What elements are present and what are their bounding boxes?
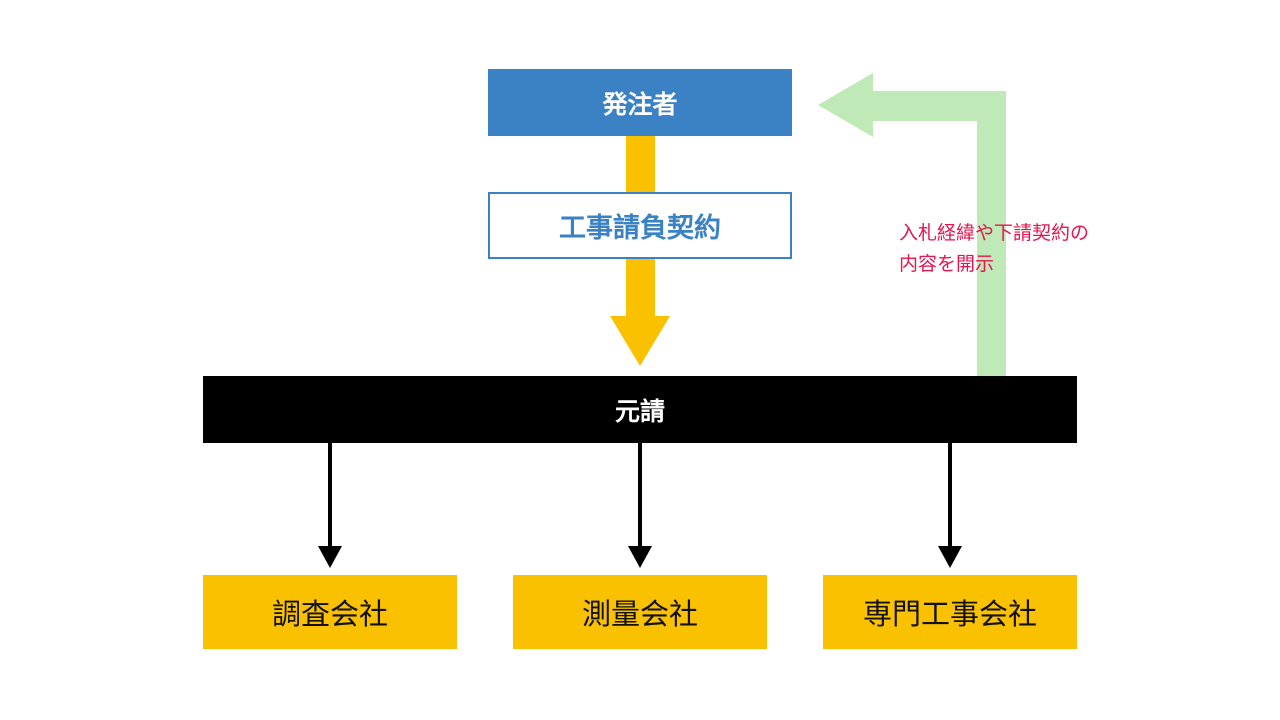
sub-arrow-head-1 (628, 546, 652, 568)
sub-arrow-head-2 (938, 546, 962, 568)
disclosure-note: 入札経緯や下請契約の 内容を開示 (899, 218, 1119, 280)
sub-arrow-head-0 (318, 546, 342, 568)
prime-contractor-node: 元請 (203, 376, 1077, 443)
subcontractor-label: 測量会社 (581, 597, 698, 631)
contract-arrow-head (610, 316, 670, 366)
contract-node: 工事請負契約 (488, 192, 792, 259)
prime-contractor-label: 元請 (614, 396, 665, 426)
subcontractor-label: 調査会社 (271, 597, 388, 631)
client-node: 発注者 (488, 69, 792, 136)
disclosure-note-line-1: 入札経緯や下請契約の (899, 222, 1090, 244)
disclosure-note-line-2: 内容を開示 (899, 253, 995, 275)
client-label: 発注者 (602, 89, 678, 119)
subcontractor-node-measurement: 測量会社 (513, 575, 767, 649)
subcontractor-node-survey: 調査会社 (203, 575, 457, 649)
subcontractor-label: 専門工事会社 (862, 597, 1037, 631)
contract-label: 工事請負契約 (559, 213, 721, 244)
subcontractor-node-specialty: 専門工事会社 (823, 575, 1077, 649)
